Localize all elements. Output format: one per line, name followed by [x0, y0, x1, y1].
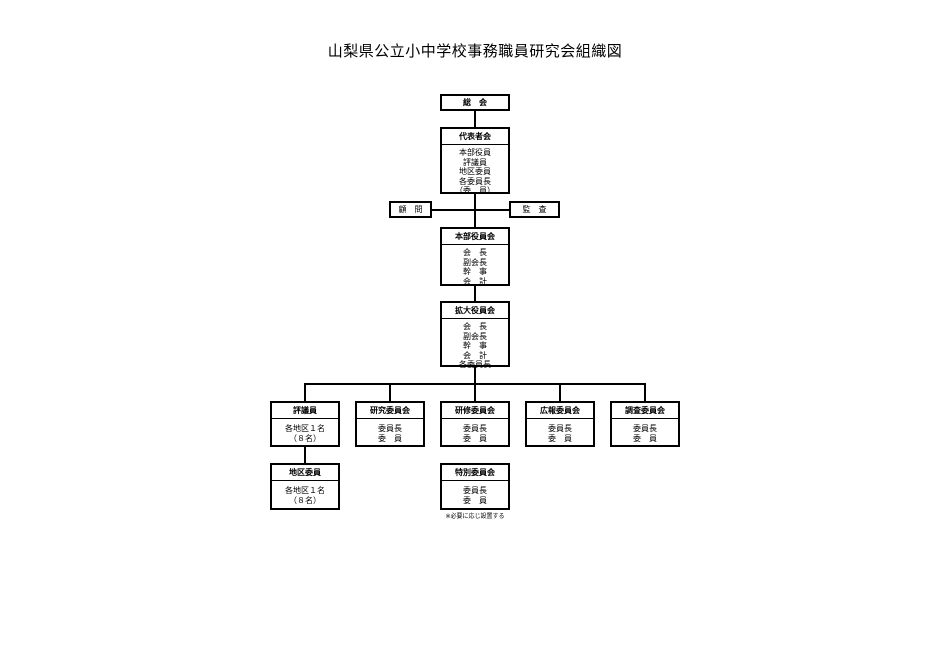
representatives-head: 代表者会 — [442, 129, 508, 145]
member-line: 副会長 — [463, 331, 487, 341]
auditor-box: 監 査 — [509, 201, 560, 218]
district-committee-members: 各地区１名 （８名） — [272, 481, 338, 505]
executive-head: 本部役員会 — [442, 229, 508, 245]
general-meeting-box: 総 会 — [440, 94, 510, 111]
training-committee-head: 研修委員会 — [442, 403, 508, 419]
councilor-head: 評議員 — [272, 403, 338, 419]
member-line: 委員長 — [463, 486, 487, 495]
member-line: 委 員 — [548, 433, 572, 443]
member-line: 会 計 — [463, 350, 487, 360]
advisor-label: 顧 問 — [398, 205, 423, 214]
member-line: 会 長 — [463, 248, 487, 257]
member-line: 委 員 — [463, 433, 487, 443]
member-line: （委 員） — [455, 186, 495, 195]
connector-exec-extended — [474, 285, 476, 302]
survey-committee-members: 委員長 委 員 — [612, 419, 678, 443]
member-line: 委 員 — [633, 433, 657, 443]
executive-members: 会 長 副会長 幹 事 会 計 — [442, 245, 508, 286]
chart-title: 山梨県公立小中学校事務職員研究会組織図 — [327, 42, 623, 60]
training-committee-members: 委員長 委 員 — [442, 419, 508, 443]
auditor-label: 監 査 — [522, 205, 547, 214]
survey-committee-box: 調査委員会 委員長 委 員 — [610, 401, 680, 447]
member-line: （８名） — [289, 495, 321, 505]
general-meeting-label: 総 会 — [463, 98, 487, 107]
councilor-box: 評議員 各地区１名 （８名） — [270, 401, 340, 447]
member-line: （８名） — [289, 433, 321, 443]
connector-councilor-district — [304, 446, 306, 464]
connector-extended-bus — [474, 366, 476, 384]
member-line: 各地区１名 — [285, 424, 325, 433]
member-line: 本部役員 — [459, 148, 491, 157]
member-line: 委員長 — [633, 424, 657, 433]
extended-members: 会 長 副会長 幹 事 会 計 各委員長 — [442, 319, 508, 370]
connector-drop-1 — [304, 383, 306, 402]
special-committee-box: 特別委員会 委員長 委 員 — [440, 463, 510, 510]
extended-head: 拡大役員会 — [442, 303, 508, 319]
member-line: 委員長 — [548, 424, 572, 433]
member-line: 評議員 — [463, 157, 487, 167]
district-committee-head: 地区委員 — [272, 465, 338, 481]
pr-committee-box: 広報委員会 委員長 委 員 — [525, 401, 595, 447]
member-line: 委 員 — [463, 495, 487, 505]
councilor-members: 各地区１名 （８名） — [272, 419, 338, 443]
connector-drop-4 — [559, 383, 561, 402]
special-committee-head: 特別委員会 — [442, 465, 508, 481]
pr-committee-head: 広報委員会 — [527, 403, 593, 419]
member-line: 会 計 — [463, 276, 487, 286]
connector-drop-2 — [389, 383, 391, 402]
extended-box: 拡大役員会 会 長 副会長 幹 事 会 計 各委員長 — [440, 301, 510, 370]
research-committee-members: 委員長 委 員 — [357, 419, 423, 443]
research-committee-box: 研究委員会 委員長 委 員 — [355, 401, 425, 447]
member-line: 会 長 — [463, 322, 487, 331]
executive-box: 本部役員会 会 長 副会長 幹 事 会 計 — [440, 227, 510, 286]
representatives-members: 本部役員 評議員 地区委員 各委員長 （委 員） — [442, 145, 508, 196]
member-line: 各地区１名 — [285, 486, 325, 495]
advisor-box: 顧 問 — [389, 201, 432, 218]
member-line: 各委員長 — [459, 176, 491, 186]
member-line: 委員長 — [463, 424, 487, 433]
member-line: 各委員長 — [459, 360, 491, 369]
member-line: 委 員 — [378, 433, 402, 443]
research-committee-head: 研究委員会 — [357, 403, 423, 419]
pr-committee-members: 委員長 委 員 — [527, 419, 593, 443]
survey-committee-head: 調査委員会 — [612, 403, 678, 419]
connector-drop-5 — [644, 383, 646, 402]
special-committee-members: 委員長 委 員 — [442, 481, 508, 505]
connector-general-rep — [474, 110, 476, 127]
connector-advisor-auditor — [431, 209, 510, 211]
member-line: 委員長 — [378, 424, 402, 433]
connector-drop-3 — [474, 383, 476, 402]
member-line: 副会長 — [463, 257, 487, 267]
representatives-box: 代表者会 本部役員 評議員 地区委員 各委員長 （委 員） — [440, 127, 510, 196]
member-line: 幹 事 — [463, 341, 487, 350]
member-line: 幹 事 — [463, 267, 487, 276]
member-line: 地区委員 — [459, 167, 491, 176]
district-committee-box: 地区委員 各地区１名 （８名） — [270, 463, 340, 510]
special-committee-note: ※必要に応じ設置する — [445, 513, 505, 520]
training-committee-box: 研修委員会 委員長 委 員 — [440, 401, 510, 447]
